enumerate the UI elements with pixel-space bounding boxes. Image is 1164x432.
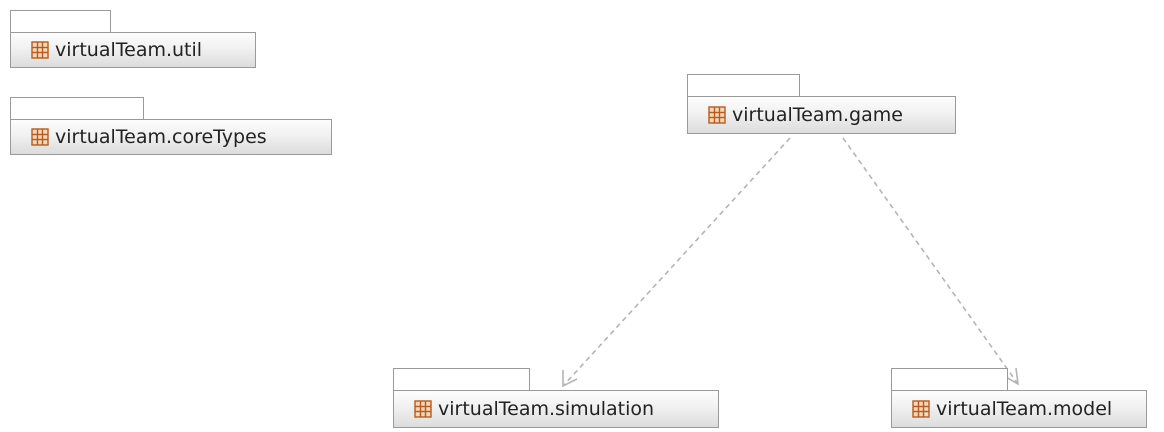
package-label: virtualTeam.coreTypes bbox=[55, 126, 267, 148]
package-icon bbox=[912, 400, 930, 418]
package-tab bbox=[10, 97, 144, 119]
package-game[interactable]: virtualTeam.game bbox=[687, 74, 956, 137]
package-body: virtualTeam.model bbox=[891, 390, 1147, 428]
package-icon bbox=[414, 400, 432, 418]
package-body: virtualTeam.util bbox=[10, 32, 256, 68]
package-body: virtualTeam.coreTypes bbox=[10, 119, 332, 155]
arrowhead-model bbox=[1003, 367, 1019, 386]
package-icon bbox=[708, 106, 726, 124]
package-tab bbox=[687, 74, 800, 96]
dependency-arrow-game-simulation[interactable] bbox=[562, 137, 791, 387]
package-label: virtualTeam.util bbox=[55, 39, 203, 61]
package-coreTypes[interactable]: virtualTeam.coreTypes bbox=[10, 97, 332, 155]
package-model[interactable]: virtualTeam.model bbox=[891, 368, 1147, 428]
package-tab bbox=[10, 10, 111, 32]
package-icon bbox=[31, 128, 49, 146]
package-body: virtualTeam.simulation bbox=[393, 390, 719, 428]
dependency-arrow-game-model[interactable] bbox=[842, 137, 1019, 385]
package-label: virtualTeam.simulation bbox=[438, 398, 655, 420]
package-tab bbox=[891, 368, 1008, 390]
package-body: virtualTeam.game bbox=[687, 96, 956, 134]
arrowhead-simulation bbox=[562, 370, 578, 388]
package-label: virtualTeam.game bbox=[732, 104, 903, 126]
package-util[interactable]: virtualTeam.util bbox=[10, 10, 256, 68]
package-tab bbox=[393, 368, 530, 390]
package-icon bbox=[31, 41, 49, 59]
package-simulation[interactable]: virtualTeam.simulation bbox=[393, 368, 719, 428]
package-label: virtualTeam.model bbox=[936, 398, 1113, 420]
